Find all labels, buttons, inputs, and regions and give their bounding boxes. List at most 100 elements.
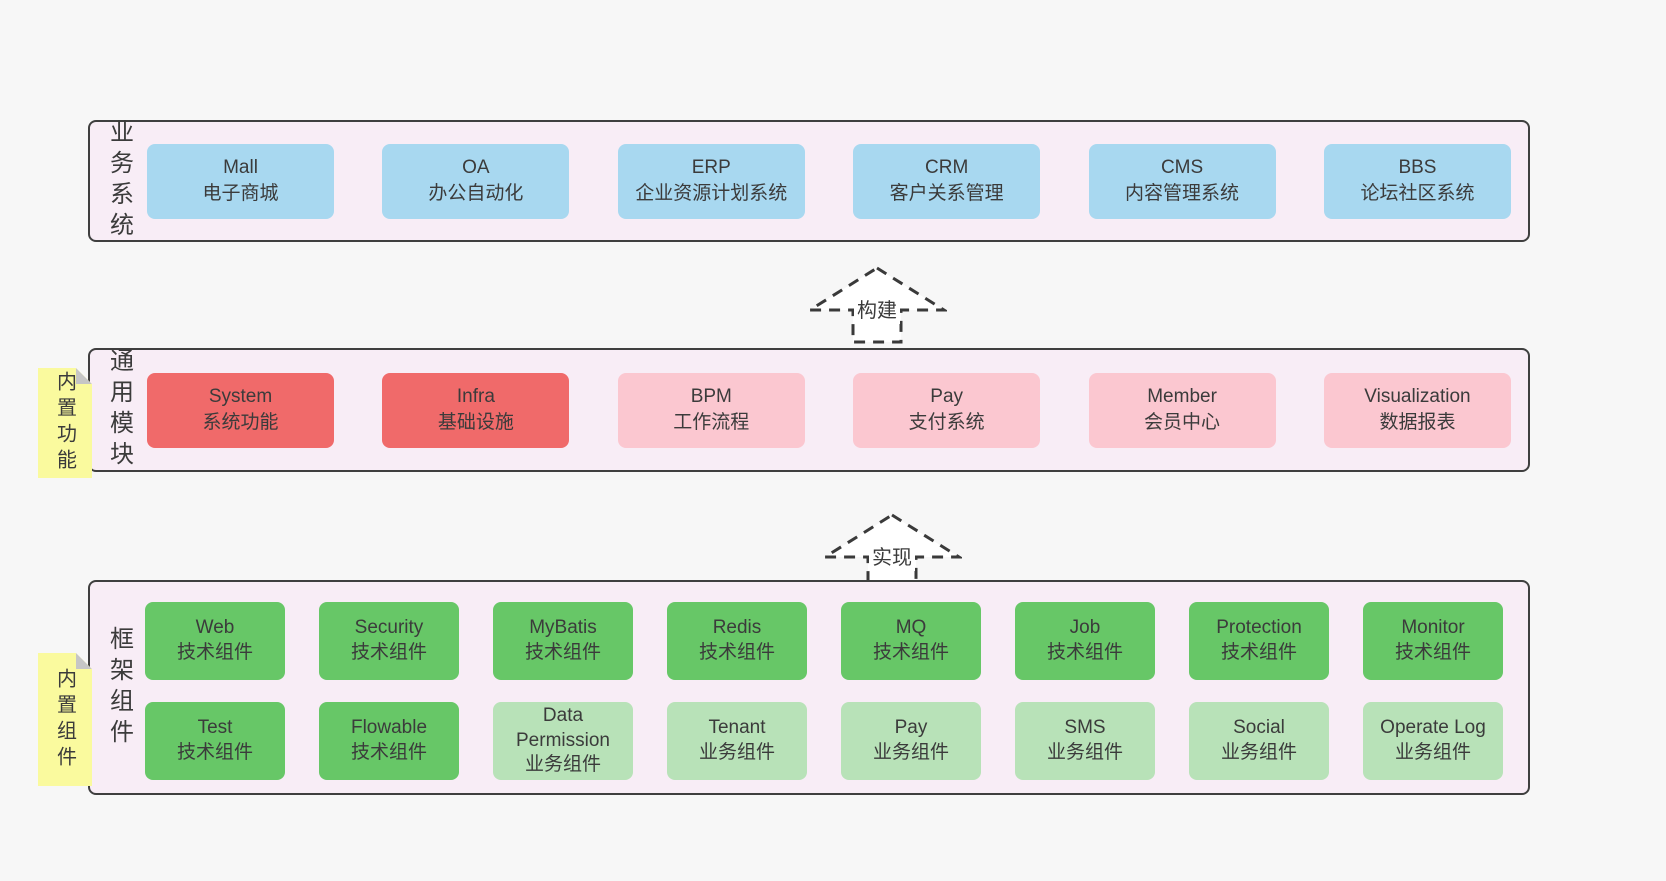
module-box-bpm: BPM 工作流程 xyxy=(617,372,805,448)
component-box-monitor: Monitor 技术组件 xyxy=(1363,602,1503,680)
box-subtitle: 技术组件 xyxy=(176,742,253,763)
box-title: ERP xyxy=(691,157,731,179)
component-box-operate-log: Operate Log 业务组件 xyxy=(1363,702,1503,780)
layer-label-modules: 通用模块 xyxy=(105,348,133,472)
box-title: Member xyxy=(1147,386,1217,408)
box-title: MyBatis xyxy=(529,617,597,639)
box-title: CMS xyxy=(1160,157,1204,179)
box-title: Flowable xyxy=(350,717,428,739)
module-box-infra: Infra 基础设施 xyxy=(382,372,570,448)
box-title: Mall xyxy=(223,157,258,179)
framework-components-layer: 框架组件 Web 技术组件 Security 技术组件 MyBatis 技术组件… xyxy=(88,580,1530,795)
box-subtitle: 企业资源计划系统 xyxy=(635,183,788,204)
box-title: CRM xyxy=(925,157,969,179)
business-boxes-row: Mall 电子商城 OA 办公自动化 ERP 企业资源计划系统 CRM 客户关系… xyxy=(147,122,1511,240)
system-box-cms: CMS 内容管理系统 xyxy=(1088,143,1276,219)
component-box-mq: MQ 技术组件 xyxy=(841,602,981,680)
box-subtitle: 基础设施 xyxy=(437,412,514,433)
component-boxes-grid: Web 技术组件 Security 技术组件 MyBatis 技术组件 Redi… xyxy=(145,602,1503,780)
box-subtitle: 技术组件 xyxy=(350,642,427,663)
component-box-pay: Pay 业务组件 xyxy=(841,702,981,780)
box-subtitle: 业务组件 xyxy=(698,742,775,763)
module-box-pay: Pay 支付系统 xyxy=(853,372,1041,448)
component-row-1: Web 技术组件 Security 技术组件 MyBatis 技术组件 Redi… xyxy=(145,602,1503,680)
component-box-sms: SMS 业务组件 xyxy=(1015,702,1155,780)
layer-label-components: 框架组件 xyxy=(105,625,133,750)
box-title: Job xyxy=(1069,617,1101,639)
module-boxes-row: System 系统功能 Infra 基础设施 BPM 工作流程 Pay 支付系统… xyxy=(147,350,1511,470)
box-subtitle: 业务组件 xyxy=(1046,742,1123,763)
box-subtitle: 工作流程 xyxy=(673,412,750,433)
box-subtitle: 业务组件 xyxy=(1394,742,1471,763)
box-subtitle: 业务组件 xyxy=(1220,742,1297,763)
box-subtitle: 电子商城 xyxy=(202,183,279,204)
component-box-tenant: Tenant 业务组件 xyxy=(667,702,807,780)
box-subtitle: 办公自动化 xyxy=(428,183,524,204)
box-subtitle: 数据报表 xyxy=(1379,412,1456,433)
box-title: Test xyxy=(197,717,233,739)
build-arrow-label: 构建 xyxy=(854,293,900,324)
component-box-social: Social 业务组件 xyxy=(1189,702,1329,780)
box-subtitle: 技术组件 xyxy=(872,642,949,663)
component-row-2: Test 技术组件 Flowable 技术组件 Data Permission … xyxy=(145,702,1503,780)
component-box-redis: Redis 技术组件 xyxy=(667,602,807,680)
box-subtitle: 会员中心 xyxy=(1144,412,1221,433)
component-box-mybatis: MyBatis 技术组件 xyxy=(493,602,633,680)
layer-label-business: 业务系统 xyxy=(105,119,133,243)
build-arrow: 构建 xyxy=(804,265,950,345)
module-box-system: System 系统功能 xyxy=(147,372,334,448)
box-title: OA xyxy=(462,157,490,179)
box-title: Pay xyxy=(930,386,964,408)
box-subtitle: 客户关系管理 xyxy=(889,183,1004,204)
box-subtitle: 业务组件 xyxy=(872,742,949,763)
box-title: Tenant xyxy=(708,717,766,739)
system-box-oa: OA 办公自动化 xyxy=(382,143,570,219)
note-text: 内置功能 xyxy=(53,371,76,475)
box-title: Infra xyxy=(456,386,495,408)
box-subtitle: 技术组件 xyxy=(698,642,775,663)
box-title: Social xyxy=(1233,717,1285,739)
box-subtitle: 论坛社区系统 xyxy=(1360,183,1475,204)
box-title: Data Permission xyxy=(516,704,610,751)
sticky-note-built-in-components: 内置组件 xyxy=(38,653,92,786)
box-subtitle: 系统功能 xyxy=(202,412,279,433)
system-box-crm: CRM 客户关系管理 xyxy=(853,143,1041,219)
box-title: Visualization xyxy=(1364,386,1471,408)
component-box-job: Job 技术组件 xyxy=(1015,602,1155,680)
box-title: Security xyxy=(354,617,424,639)
box-title: Operate Log xyxy=(1380,717,1486,739)
box-subtitle: 业务组件 xyxy=(524,754,601,776)
box-title: Redis xyxy=(712,617,762,639)
system-box-erp: ERP 企业资源计划系统 xyxy=(617,143,805,219)
sticky-note-built-in-features: 内置功能 xyxy=(38,368,92,478)
implement-arrow-label: 实现 xyxy=(869,540,915,571)
common-modules-layer: 通用模块 System 系统功能 Infra 基础设施 BPM 工作流程 Pay… xyxy=(88,348,1530,472)
system-box-bbs: BBS 论坛社区系统 xyxy=(1323,143,1511,219)
component-box-security: Security 技术组件 xyxy=(319,602,459,680)
component-box-test: Test 技术组件 xyxy=(145,702,285,780)
box-title: Web xyxy=(195,617,235,639)
note-text: 内置组件 xyxy=(53,667,76,772)
component-box-protection: Protection 技术组件 xyxy=(1189,602,1329,680)
box-title: MQ xyxy=(895,617,927,639)
box-subtitle: 技术组件 xyxy=(1046,642,1123,663)
component-box-flowable: Flowable 技术组件 xyxy=(319,702,459,780)
box-title: Protection xyxy=(1216,617,1302,639)
business-systems-layer: 业务系统 Mall 电子商城 OA 办公自动化 ERP 企业资源计划系统 CRM… xyxy=(88,119,1530,243)
box-title: System xyxy=(208,386,273,408)
box-subtitle: 技术组件 xyxy=(1394,642,1471,663)
box-subtitle: 内容管理系统 xyxy=(1125,183,1240,204)
box-title: Monitor xyxy=(1401,617,1465,639)
module-box-visualization: Visualization 数据报表 xyxy=(1323,372,1511,448)
component-box-web: Web 技术组件 xyxy=(145,602,285,680)
box-subtitle: 技术组件 xyxy=(176,642,253,663)
box-title: BBS xyxy=(1398,157,1437,179)
system-box-mall: Mall 电子商城 xyxy=(147,143,334,219)
box-subtitle: 技术组件 xyxy=(524,642,601,663)
box-title: BPM xyxy=(690,386,732,408)
box-subtitle: 技术组件 xyxy=(1220,642,1297,663)
component-box-data-permission: Data Permission 业务组件 xyxy=(493,702,633,780)
box-subtitle: 技术组件 xyxy=(350,742,427,763)
box-title: SMS xyxy=(1064,717,1106,739)
box-title: Pay xyxy=(894,717,928,739)
